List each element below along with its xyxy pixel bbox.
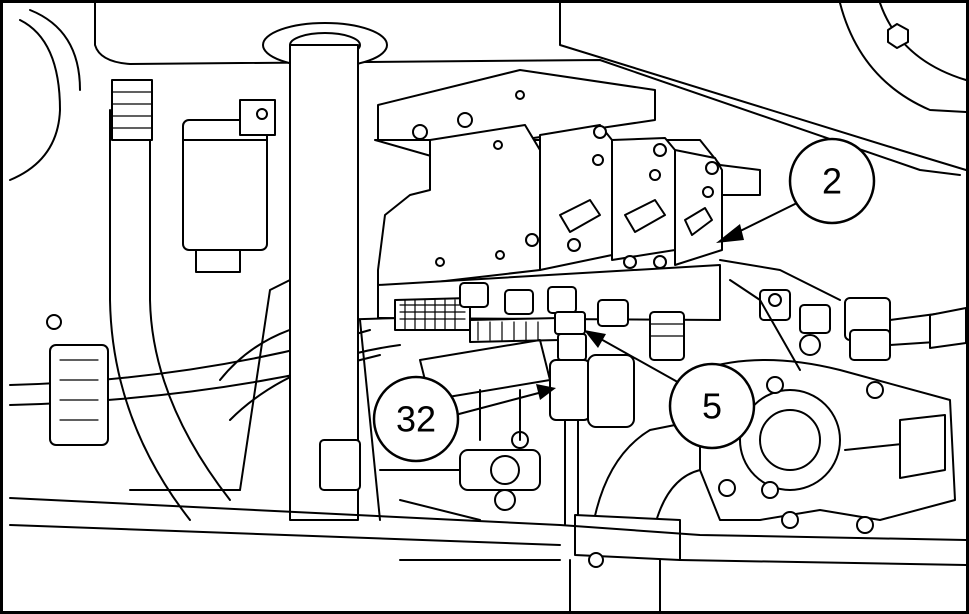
arrowhead-5 (584, 330, 606, 348)
callout-5: 5 (668, 362, 756, 450)
hydraulic-pump (699, 359, 956, 534)
callout-label-2: 2 (822, 161, 842, 202)
connector-strip (394, 297, 561, 343)
left-switch (46, 314, 109, 446)
callout-circle-5 (668, 362, 756, 450)
leader-line-32 (458, 389, 551, 415)
filter-canister (182, 119, 268, 273)
right-fittings (719, 259, 967, 371)
leader-lines (458, 201, 800, 415)
callout-2: 2 (788, 137, 876, 225)
pressure-sensor (549, 354, 635, 526)
callout-circle-2 (788, 137, 876, 225)
vertical-post (129, 22, 388, 521)
lower-assembly (9, 339, 967, 566)
mounting-bracket (239, 99, 276, 136)
valve-fittings (459, 282, 685, 361)
callout-label-5: 5 (702, 386, 722, 427)
arrowhead-32 (536, 384, 556, 400)
leader-line-5 (589, 332, 684, 386)
callout-circle-32 (372, 375, 460, 463)
upper-cover (94, 2, 967, 176)
callout-32: 32 (372, 375, 460, 463)
arrowhead-2 (716, 224, 744, 243)
callout-label-32: 32 (396, 399, 436, 440)
